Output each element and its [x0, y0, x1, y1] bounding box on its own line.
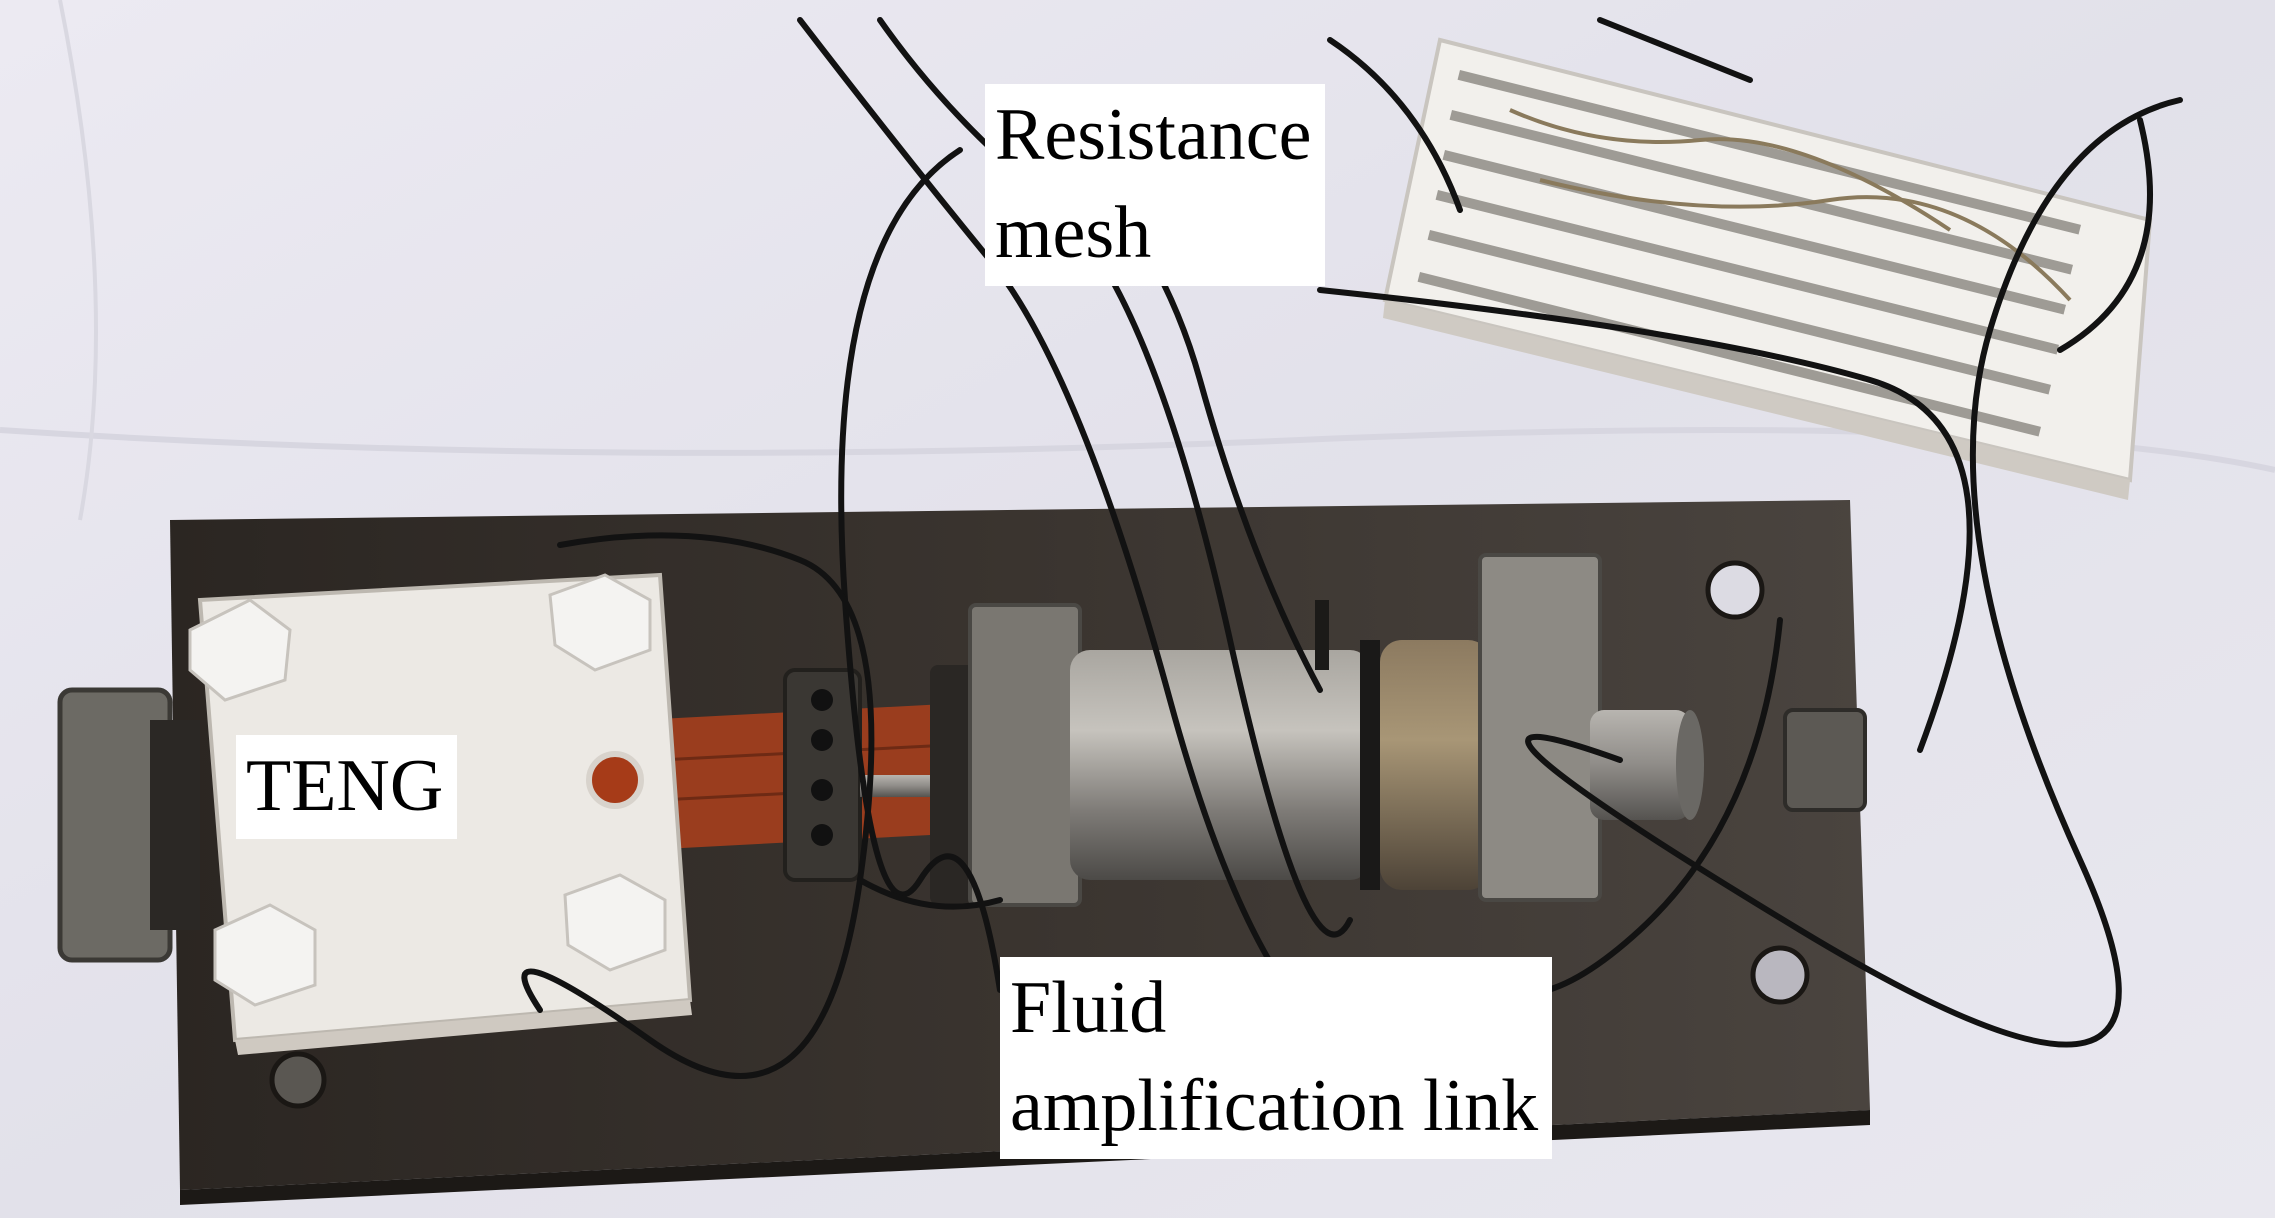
fluid-amplification-line2: amplification link — [1010, 1065, 1539, 1147]
fluid-amplification-link-label: Fluid amplification link — [1000, 957, 1553, 1159]
fluid-amplification-line1: Fluid — [1010, 967, 1167, 1049]
resistance-mesh-line2: mesh — [995, 192, 1152, 274]
teng-label: TENG — [236, 735, 458, 839]
fluid-cylinder — [968, 553, 1704, 907]
resistance-mesh-line1: Resistance — [995, 94, 1312, 176]
resistance-mesh-label: Resistance mesh — [985, 84, 1326, 286]
teng-label-text: TENG — [246, 745, 444, 827]
cloth-fold — [58, 0, 98, 521]
right-clamp — [1783, 708, 1867, 812]
breadboard — [1382, 37, 2153, 500]
left-clamp — [57, 687, 200, 963]
